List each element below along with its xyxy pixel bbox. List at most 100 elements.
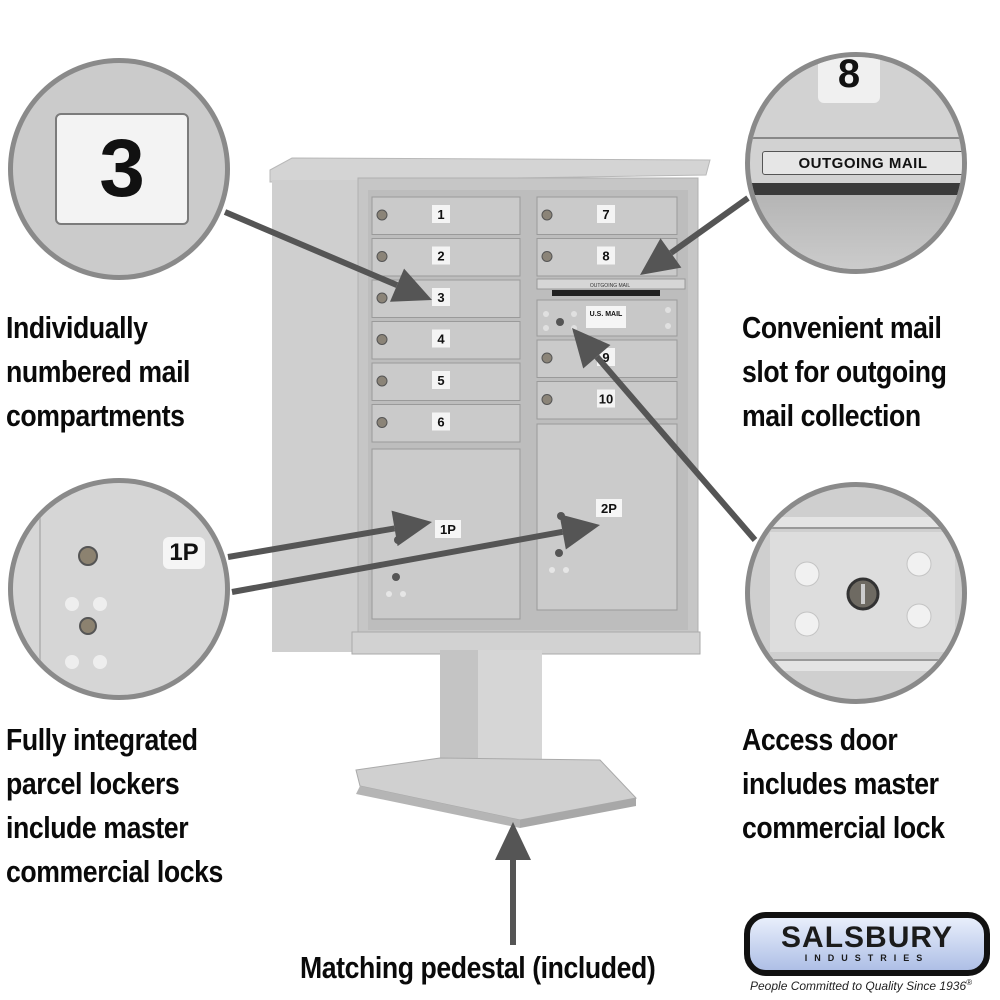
door-number: 4 (437, 332, 445, 347)
compartment-door[interactable]: 4 (371, 321, 521, 360)
rivet-icon (400, 591, 406, 597)
zoom-circle-access (745, 482, 967, 704)
logo-sub: INDUSTRIES (804, 953, 930, 963)
zoom-outgoing-label: OUTGOING MAIL (762, 151, 962, 175)
door-number: 3 (437, 290, 444, 305)
zoom-number-plate-8: 8 (818, 52, 880, 103)
lock-icon (78, 546, 98, 566)
zoom-top-rail (750, 517, 962, 529)
parcel-locker-door[interactable]: 2P (536, 423, 678, 611)
door-number: 5 (437, 373, 444, 388)
rivet-icon (563, 567, 569, 573)
zoom-door (750, 195, 962, 269)
caption-line: numbered mail (6, 354, 191, 389)
rivet-icon (543, 311, 549, 317)
door-lock-icon (376, 334, 388, 345)
rivet-icon (906, 551, 932, 577)
compartment-door[interactable]: 2 (371, 238, 521, 277)
door-lock-icon (541, 394, 553, 405)
caption-line: Matching pedestal (included) (300, 950, 656, 985)
rivet-icon (93, 597, 107, 611)
tagline-text: People Committed to Quality Since 1936 (750, 979, 967, 993)
rivet-icon (906, 603, 932, 629)
parcel-locker-door[interactable]: 1P (371, 448, 521, 620)
zoom-slot (750, 183, 962, 195)
compartment-door[interactable]: 7 (536, 196, 678, 235)
lock-icon (392, 573, 400, 581)
caption-line: Access door (742, 722, 898, 757)
zoom-parcel-text: 1P (169, 539, 199, 566)
rivet-icon (571, 311, 577, 317)
zoom-access-hardware (794, 551, 932, 637)
rivet-icon (93, 655, 107, 669)
pedestal-post-front (478, 650, 542, 778)
rivet-icon (543, 325, 549, 331)
logo-name: SALSBURY (781, 921, 953, 954)
rivet-icon (794, 561, 820, 587)
callout-arrow (231, 514, 600, 595)
callout-arrow (495, 822, 531, 945)
rivet-icon (665, 323, 671, 329)
zoom-circle-outgoing: 8 OUTGOING MAIL (745, 52, 967, 274)
brand-tagline: People Committed to Quality Since 1936® (750, 978, 972, 993)
registered-mark: ® (966, 978, 973, 987)
callout-arrow (223, 209, 432, 302)
access-door[interactable]: U.S. MAIL (536, 299, 678, 337)
zoom-number-8-text: 8 (837, 52, 861, 96)
zoom-number-text: 3 (99, 123, 145, 214)
caption-line: include master (6, 810, 189, 845)
zoom-number-plate: 3 (55, 113, 189, 225)
door-lock-icon (376, 292, 388, 304)
callout-arrow (572, 328, 758, 542)
callout-arrow (640, 195, 750, 275)
door-number: 8 (602, 249, 609, 264)
rivet-icon (65, 655, 79, 669)
door-number: 7 (602, 207, 609, 222)
door-number: 1 (437, 207, 444, 222)
caption-line: mail collection (742, 398, 921, 433)
callout-arrow (227, 510, 432, 560)
caption-line: Convenient mail (742, 310, 942, 345)
svg-text:OUTGOING MAIL: OUTGOING MAIL (590, 283, 631, 289)
rivet-icon (65, 597, 79, 611)
zoom-outgoing-text: OUTGOING MAIL (798, 154, 928, 172)
svg-text:2P: 2P (601, 501, 617, 516)
zoom-divider (750, 137, 962, 139)
caption-outgoing: Convenient mail slot for outgoing mail c… (742, 306, 947, 438)
caption-line: commercial locks (6, 854, 223, 889)
rivet-icon (794, 611, 820, 637)
caption-access: Access door includes master commercial l… (742, 718, 945, 850)
compartment-door[interactable]: 6 (371, 404, 521, 443)
zoom-door-edge (39, 483, 41, 695)
door-number: 6 (437, 415, 444, 430)
rivet-icon (549, 567, 555, 573)
salsbury-logo: SALSBURY INDUSTRIES (744, 912, 990, 976)
caption-line: compartments (6, 398, 185, 433)
outgoing-mail-slot[interactable]: OUTGOING MAIL (536, 278, 686, 296)
lock-icon (79, 617, 97, 635)
zoom-bottom-rail (750, 659, 962, 671)
caption-line: includes master (742, 766, 939, 801)
zoom-parcel-plate: 1P (163, 537, 205, 569)
zoom-circle-parcel: 1P (8, 478, 230, 700)
zoom-parcel-hardware (65, 546, 107, 669)
caption-line: Fully integrated (6, 722, 198, 757)
compartment-door[interactable]: 10 (536, 381, 678, 420)
rivet-icon (665, 307, 671, 313)
door-lock-icon (376, 375, 388, 387)
door-lock-icon (376, 417, 388, 428)
door-number: 2 (437, 249, 444, 264)
door-lock-icon (376, 209, 388, 221)
compartment-door[interactable]: 5 (371, 362, 521, 401)
caption-numbered: Individually numbered mail compartments (6, 306, 190, 438)
master-lock-icon (556, 318, 564, 326)
lock-icon (555, 549, 563, 557)
caption-pedestal: Matching pedestal (included) (300, 946, 656, 990)
compartment-door[interactable]: 1 (371, 196, 521, 235)
caption-line: commercial lock (742, 810, 945, 845)
door-lock-icon (541, 352, 553, 364)
door-lock-icon (541, 251, 553, 262)
door-lock-icon (376, 251, 388, 262)
svg-text:1P: 1P (440, 522, 456, 537)
rivet-icon (386, 591, 392, 597)
